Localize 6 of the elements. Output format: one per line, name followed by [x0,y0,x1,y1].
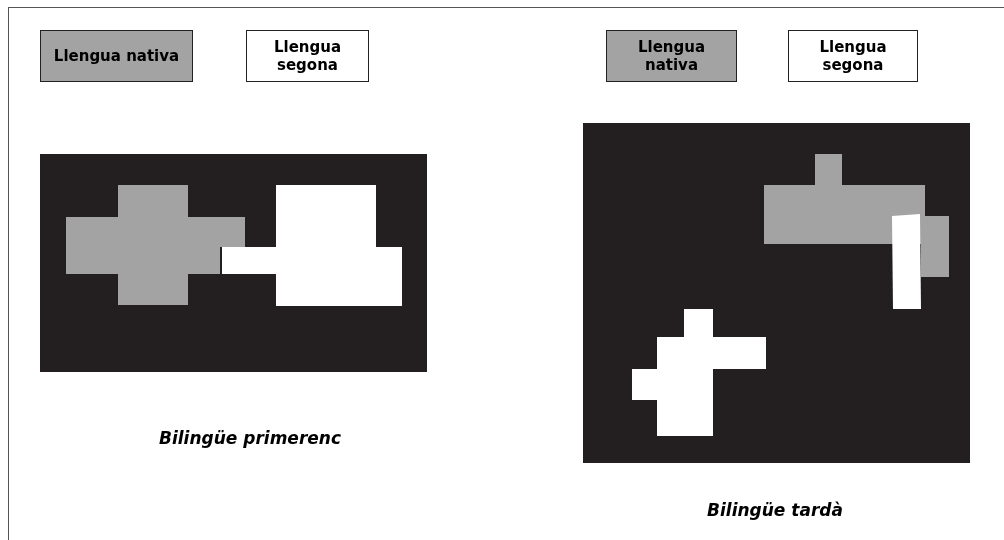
legend-swatch: Llengua segona [246,30,369,82]
legend-swatch: Llengua segona [788,30,918,82]
legend-swatch: Llengua nativa [606,30,737,82]
legend-swatch: Llengua nativa [40,30,193,82]
panel-caption: Bilingüe primerenc [159,428,341,448]
panel-caption: Bilingüe tardà [707,500,843,520]
